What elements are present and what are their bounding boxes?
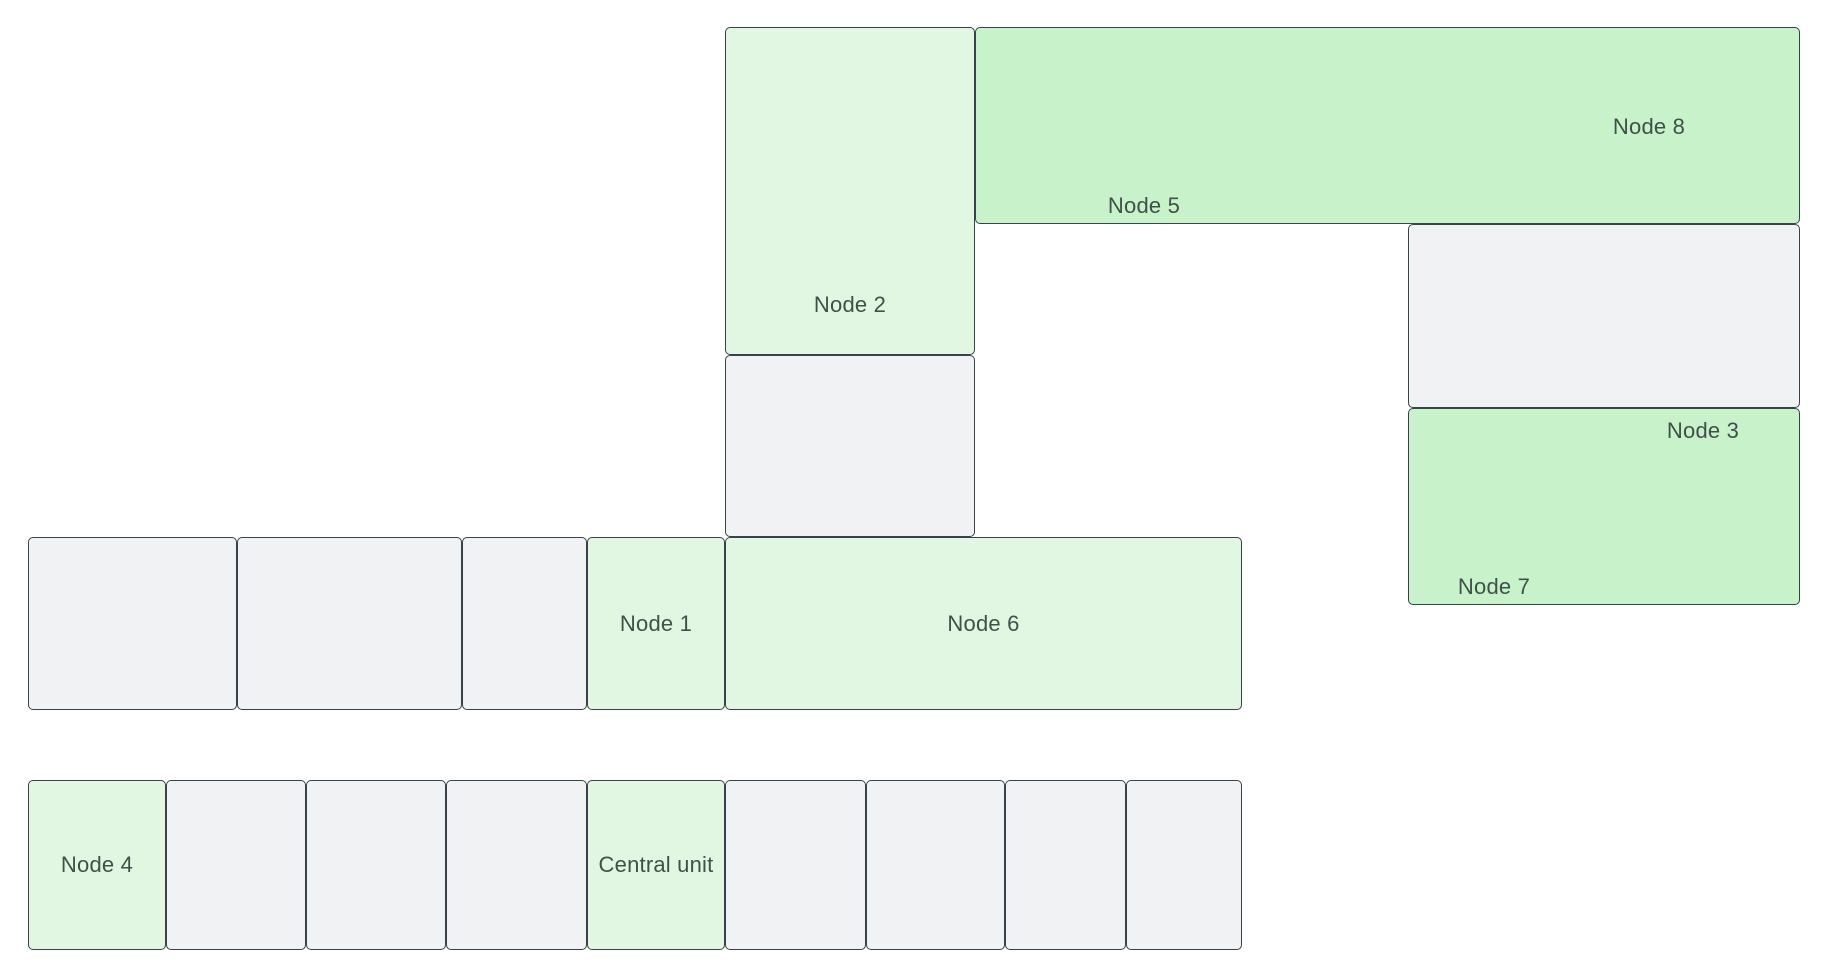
- central-unit-label: Central unit: [598, 852, 714, 877]
- node-4-box[interactable]: Node 4: [28, 780, 166, 950]
- empty-cell-bottom-row-7[interactable]: [1126, 780, 1242, 950]
- empty-cell-middle-row-1[interactable]: [28, 537, 237, 710]
- empty-cell-bottom-row-2[interactable]: [306, 780, 446, 950]
- node-6-label: Node 6: [947, 610, 1020, 636]
- empty-box-right-column[interactable]: [1408, 224, 1800, 408]
- empty-cell-bottom-row-3[interactable]: [446, 780, 587, 950]
- node-5-label: Node 5: [1107, 193, 1181, 218]
- node-3-label: Node 3: [1666, 418, 1740, 443]
- node-3-7-box[interactable]: Node 3 Node 7: [1408, 408, 1800, 605]
- central-unit-box[interactable]: Central unit: [587, 780, 725, 950]
- empty-cell-middle-row-2[interactable]: [237, 537, 462, 710]
- empty-cell-bottom-row-5[interactable]: [866, 780, 1005, 950]
- empty-cell-middle-row-3[interactable]: [462, 537, 587, 710]
- node-1-label: Node 1: [619, 610, 693, 636]
- empty-box-below-node-2[interactable]: [725, 355, 975, 537]
- node-1-box[interactable]: Node 1: [587, 537, 725, 710]
- node-2-label: Node 2: [813, 292, 887, 317]
- node-2-box[interactable]: Node 2: [725, 27, 975, 355]
- node-7-label: Node 7: [1457, 574, 1531, 599]
- empty-cell-bottom-row-4[interactable]: [725, 780, 866, 950]
- empty-cell-bottom-row-1[interactable]: [166, 780, 306, 950]
- node-4-label: Node 4: [60, 852, 134, 877]
- node-8-label: Node 8: [1612, 114, 1686, 139]
- empty-cell-bottom-row-6[interactable]: [1005, 780, 1126, 950]
- node-5-8-box[interactable]: Node 5 Node 8: [975, 27, 1800, 224]
- node-6-box[interactable]: Node 6: [725, 537, 1242, 710]
